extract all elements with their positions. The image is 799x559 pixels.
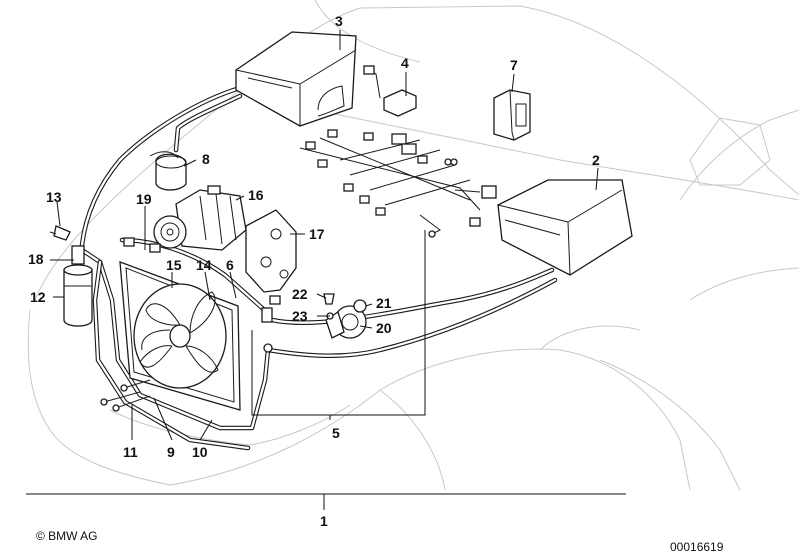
wiring-harness: [299, 129, 497, 238]
compressor-bracket: [245, 209, 297, 293]
callout-10: 10: [192, 444, 208, 460]
callout-16: 16: [248, 187, 264, 203]
car-body-outline: [27, 0, 799, 491]
pressure-switch: [149, 151, 187, 191]
control-box: [497, 179, 633, 276]
callout-12: 12: [30, 289, 46, 305]
callout-1: 1: [320, 513, 328, 529]
callout-5: 5: [332, 425, 340, 441]
callout-7: 7: [510, 57, 518, 73]
callout-23: 23: [292, 308, 308, 324]
callout-8: 8: [202, 151, 210, 167]
callout-11: 11: [123, 444, 138, 460]
callout-17: 17: [309, 226, 325, 242]
leader-lines: [50, 30, 599, 441]
compressor: [153, 185, 247, 251]
callout-20: 20: [376, 320, 392, 336]
refrigerant-lines: [79, 85, 558, 451]
receiver-drier: [63, 245, 93, 327]
copyright-notice: © BMW AG: [36, 529, 98, 543]
callout-4: 4: [401, 55, 409, 71]
expansion-valve: [49, 225, 71, 241]
drawing-number: 00016619: [670, 540, 724, 554]
callout-labels: 1 2 3 4 5 6 7 8 9 10 11 12 13 14 15 16 1…: [28, 13, 600, 529]
callout-3: 3: [335, 13, 343, 29]
callout-15: 15: [166, 257, 182, 273]
evaporator-housing: [235, 31, 357, 127]
callout-18: 18: [28, 251, 44, 267]
callout-14: 14: [196, 257, 212, 273]
callout-21: 21: [376, 295, 392, 311]
control-module: [493, 89, 531, 141]
callout-9: 9: [167, 444, 175, 460]
harness-bracket-line: [251, 230, 426, 416]
callout-2: 2: [592, 152, 600, 168]
relay: [363, 65, 417, 117]
callout-22: 22: [292, 286, 308, 302]
callout-6: 6: [226, 257, 234, 273]
callout-19: 19: [136, 191, 152, 207]
fasteners: [100, 237, 281, 412]
callout-13: 13: [46, 189, 62, 205]
switch-group: [323, 293, 367, 339]
